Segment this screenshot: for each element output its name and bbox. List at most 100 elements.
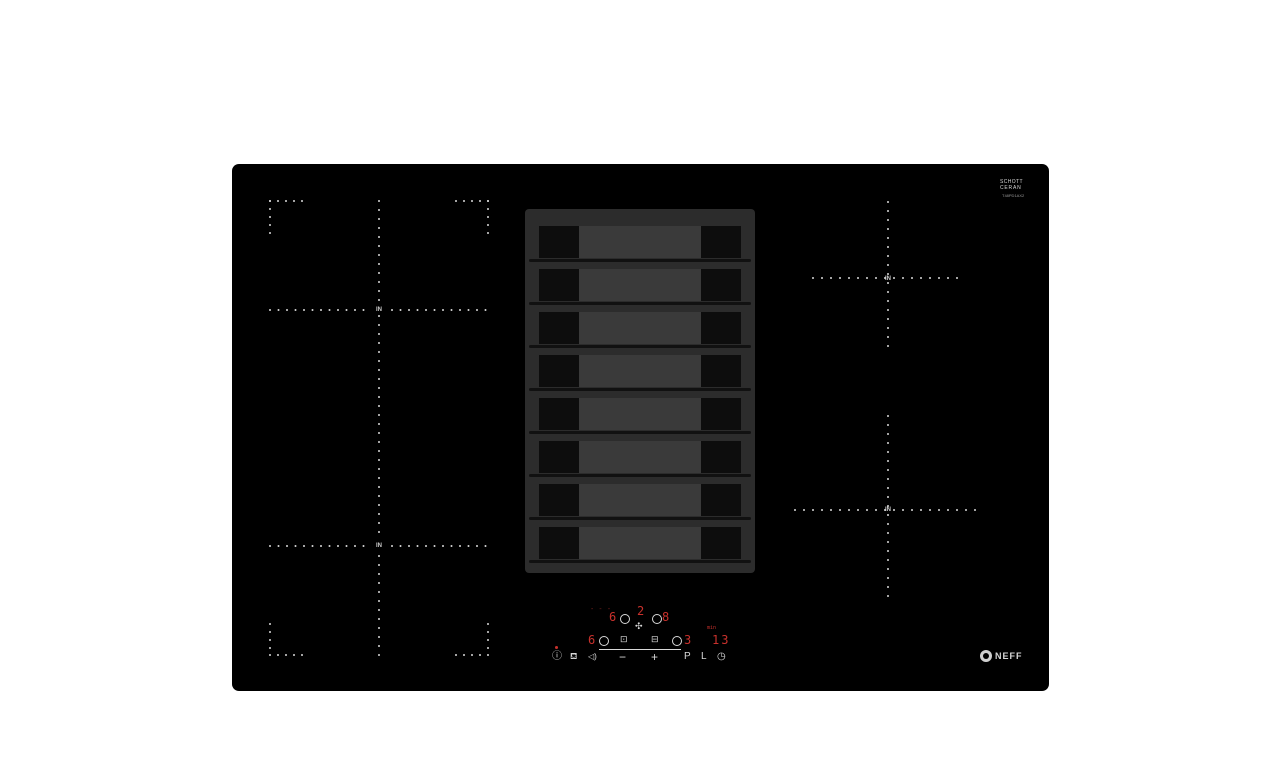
zone-dot	[887, 237, 889, 239]
zone-dot	[479, 200, 481, 202]
zone-dot	[433, 545, 436, 547]
zone-dot	[965, 509, 967, 511]
zone-dot	[887, 487, 889, 489]
zone-dot	[821, 509, 823, 511]
zone-dot	[378, 468, 380, 470]
zone-dot	[378, 504, 380, 506]
zone-dot	[830, 509, 832, 511]
cooktop: SCHOTT CERAN T48PD1AX2 IN IN IN IN - - -…	[232, 164, 1049, 691]
zone-dot	[378, 290, 380, 292]
l-button[interactable]: L	[701, 651, 707, 662]
zone-dot	[887, 309, 889, 311]
minus-button[interactable]: −	[619, 650, 627, 664]
downdraft-vent[interactable]	[525, 209, 755, 573]
zone-dot	[399, 545, 402, 547]
zone-dot	[378, 618, 380, 620]
fan-icon[interactable]: ✣	[635, 621, 643, 631]
vent-slot-edge	[701, 398, 741, 430]
zone-dot	[328, 309, 331, 311]
timer-icon[interactable]: ◷	[717, 651, 726, 662]
vent-slot-edge	[539, 269, 579, 301]
neff-wordmark: NEFF	[995, 651, 1023, 661]
zone-dot	[408, 545, 410, 547]
vent-slot-edge	[701, 527, 741, 559]
p-button[interactable]: P	[684, 651, 691, 662]
model-number: T48PD1AX2	[1002, 193, 1025, 198]
zone-dot	[378, 522, 380, 524]
zone-dot	[269, 200, 271, 202]
zone-dot	[293, 200, 295, 202]
zone-dot	[887, 532, 889, 534]
plus-button[interactable]: +	[651, 650, 659, 664]
zone-dot	[378, 477, 380, 479]
zone-dot	[286, 545, 288, 547]
zone-dot	[484, 309, 487, 311]
vent-slot-edge	[701, 355, 741, 387]
vent-bar	[529, 259, 751, 262]
zone-dot	[887, 246, 889, 248]
zone-dot	[893, 277, 895, 279]
level-display-right: 8	[662, 610, 670, 624]
schott-brand: SCHOTT	[1000, 179, 1023, 185]
zone-dot	[378, 254, 380, 256]
vent-slot-edge	[539, 484, 579, 516]
zone-dot	[887, 318, 889, 320]
slider-bar[interactable]	[599, 649, 681, 650]
zone-dot	[378, 351, 380, 353]
zone-dot	[362, 309, 365, 311]
boost-icon[interactable]: ⊡	[620, 634, 628, 644]
zone-dot	[425, 309, 427, 311]
power-icon[interactable]: ⓘ	[552, 651, 562, 662]
zone-dot	[378, 315, 380, 317]
ceran-brand: CERAN	[1000, 185, 1022, 191]
zone-select-lower-left[interactable]	[599, 636, 609, 646]
zone-dot	[887, 541, 889, 543]
zone-dot	[378, 432, 380, 434]
zone-dot	[893, 509, 895, 511]
zone-dot	[378, 209, 380, 211]
power-led	[555, 646, 558, 649]
vent-slot-edge	[701, 269, 741, 301]
zone-dot	[463, 200, 465, 202]
pan-icon[interactable]: ⛾	[570, 651, 578, 661]
sound-icon[interactable]: ◁)	[588, 652, 597, 661]
zone-dot	[362, 545, 365, 547]
zone-dot	[378, 441, 380, 443]
zone-select-lower-right[interactable]	[672, 636, 682, 646]
vent-slot-edge	[539, 441, 579, 473]
vent-slot-edge	[701, 226, 741, 258]
zone-dot	[887, 264, 889, 266]
zone-dot	[487, 232, 489, 234]
zone-dot	[455, 200, 457, 202]
vent-bar	[529, 302, 751, 305]
zone-dot	[378, 342, 380, 344]
zone-dot	[487, 216, 489, 218]
zone-dot	[399, 309, 402, 311]
neff-emblem-icon	[980, 650, 992, 662]
zone-select-left[interactable]	[620, 614, 630, 624]
zone-dot	[425, 545, 427, 547]
zone-dot	[839, 277, 841, 279]
zone-dot	[320, 545, 322, 547]
zone-dot	[269, 631, 271, 633]
vent-slot-edge	[539, 355, 579, 387]
zone-select-right[interactable]	[652, 614, 662, 624]
zone-dot	[294, 545, 297, 547]
zone-dot	[887, 595, 889, 597]
vent-slot-edge	[539, 226, 579, 258]
zone-dot	[887, 577, 889, 579]
zone-dot	[794, 509, 796, 511]
zone-dot	[887, 442, 889, 444]
zone-dot	[887, 559, 889, 561]
zone-dot	[378, 636, 380, 638]
zone-dot	[378, 405, 380, 407]
zone-dot	[328, 545, 331, 547]
dash-indicator: - - -	[590, 605, 612, 613]
zone-dot	[929, 509, 931, 511]
zone-dot	[887, 451, 889, 453]
flex-zone-icon[interactable]: ⊟	[651, 634, 659, 644]
zone-dot	[830, 277, 832, 279]
zone-dot	[459, 309, 461, 311]
zone-dot	[911, 277, 913, 279]
vent-slot-edge	[539, 527, 579, 559]
